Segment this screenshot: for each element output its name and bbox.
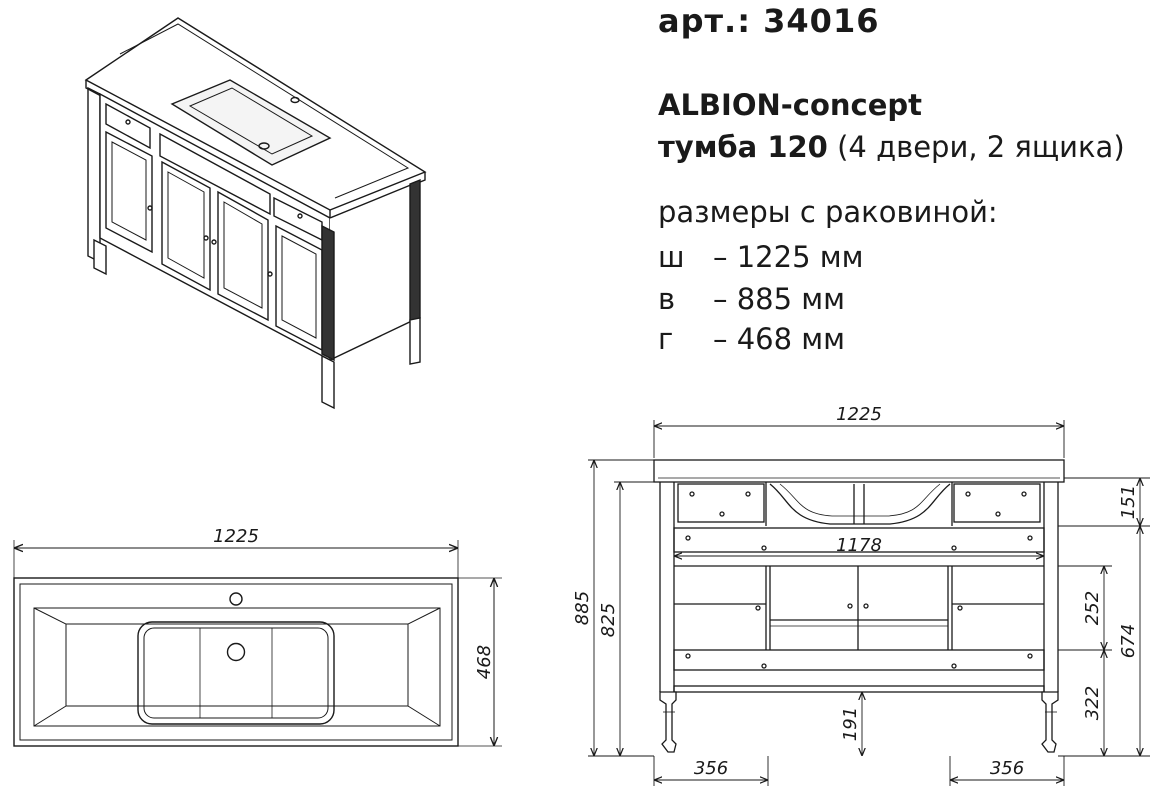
- product-model: тумба 120 (4 двери, 2 ящика): [658, 130, 1125, 164]
- isometric-view: [84, 17, 427, 410]
- dimension-key: ш: [658, 240, 685, 274]
- top-width-label: 1225: [213, 526, 259, 547]
- front-dimensions: [588, 420, 1150, 786]
- left-section-label: 356: [694, 758, 728, 779]
- right-section-label: 356: [990, 758, 1024, 779]
- body-height-label: 825: [598, 603, 619, 637]
- body-section-label: 674: [1118, 624, 1139, 658]
- dimension-height: в – 885 мм: [658, 282, 845, 316]
- model-description: (4 двери, 2 ящика): [827, 130, 1125, 164]
- dimension-width: ш – 1225 мм: [658, 240, 864, 274]
- dimension-value: – 1225 мм: [713, 240, 864, 274]
- product-brand: ALBION-concept: [658, 88, 923, 122]
- dimension-key: в: [658, 282, 676, 316]
- total-height-label: 885: [572, 591, 593, 625]
- top-depth-label: 468: [474, 645, 495, 679]
- dimension-value: – 468 мм: [713, 322, 846, 356]
- dimension-value: – 885 мм: [713, 282, 846, 316]
- dimensions-caption: размеры с раковиной:: [658, 195, 998, 229]
- front-width-label: 1225: [836, 404, 882, 425]
- drawer-height-label: 151: [1118, 485, 1139, 519]
- top-view: [13, 540, 502, 747]
- dimension-depth: г – 468 мм: [658, 322, 845, 356]
- article-number: арт.: 34016: [658, 2, 880, 40]
- model-name: тумба 120: [658, 130, 828, 164]
- lower-height-label: 322: [1082, 686, 1103, 720]
- door-height-label: 252: [1082, 591, 1103, 625]
- leg-height-label: 191: [840, 707, 861, 741]
- inner-width-label: 1178: [836, 535, 882, 556]
- dimension-key: г: [658, 322, 674, 356]
